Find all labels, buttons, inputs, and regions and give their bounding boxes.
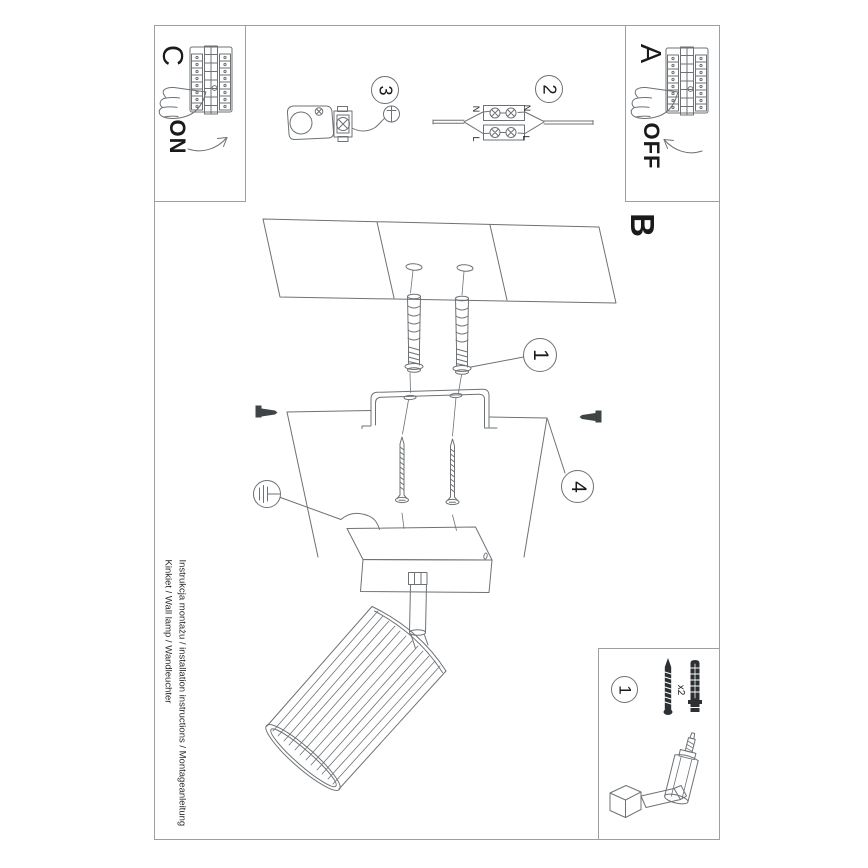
side-screw-left-icon xyxy=(255,405,278,418)
screwdriver-icon-small xyxy=(383,105,400,123)
screwdriver-leader-line xyxy=(280,497,342,520)
canopy-drawing xyxy=(346,526,493,593)
canopy-ground-terminal-drawing xyxy=(286,105,385,142)
wire-label-l-left: L xyxy=(471,136,481,142)
section-c-box xyxy=(154,25,246,202)
step-marker-1-wall: 1 xyxy=(523,338,557,372)
projection-lines xyxy=(286,410,548,558)
pivot-stem-drawing xyxy=(408,572,429,649)
rotate-on-arrow-icon xyxy=(187,137,228,152)
step-1-number: 1 xyxy=(529,349,552,361)
step-marker-2: 2 xyxy=(535,75,563,103)
instructions-line-2: Kinkiet / Wall lamp / Wandleuchter xyxy=(162,559,174,704)
section-c-label: C xyxy=(156,45,188,66)
wire-label-n-left: N xyxy=(471,105,481,113)
page-frame xyxy=(154,25,720,840)
step-marker-1-parts: 1 xyxy=(611,676,638,703)
rotate-off-arrow-icon xyxy=(663,139,703,154)
step-4-number: 4 xyxy=(566,480,590,493)
step1-leader-line xyxy=(470,356,524,368)
step-3-number: 3 xyxy=(375,84,396,96)
parts-quantity-label: x2 xyxy=(675,684,687,696)
ground-wire-drawing xyxy=(340,512,380,530)
state-off-label: OFF xyxy=(639,122,664,170)
section-a-label: A xyxy=(634,43,666,64)
wall-panel-drawing xyxy=(262,218,617,304)
terminal-block-drawing xyxy=(432,105,594,141)
state-on-label: ON xyxy=(165,119,190,155)
parts-box xyxy=(598,648,720,840)
wall-plug-drawing xyxy=(404,293,472,375)
lamp-shade-drawing xyxy=(265,606,447,791)
mounting-screws-drawing xyxy=(395,436,460,506)
parts-step-number: 1 xyxy=(615,684,635,695)
section-b-label: B xyxy=(624,213,661,237)
screwdriver-icon-large xyxy=(253,480,281,508)
step-2-number: 2 xyxy=(539,83,560,95)
lamp-thumbnail-drawing xyxy=(609,732,699,818)
wire-label-l-right: L xyxy=(521,135,531,141)
step-marker-3: 3 xyxy=(371,76,399,104)
part-screw-icon xyxy=(663,658,673,715)
wire-label-n-right: N xyxy=(522,104,532,112)
section-a-box xyxy=(625,25,720,202)
step4-leader-line xyxy=(547,418,566,474)
part-wall-plug-icon xyxy=(688,660,702,712)
mounting-bracket-drawing xyxy=(361,388,498,429)
breaker-panel-icon xyxy=(189,45,233,115)
instructions-line-1: Instrukcja montażu / installation instru… xyxy=(176,559,188,827)
step-marker-4: 4 xyxy=(561,470,594,503)
pointing-hand-icon-2 xyxy=(630,86,679,119)
side-screw-right-icon xyxy=(579,410,602,423)
